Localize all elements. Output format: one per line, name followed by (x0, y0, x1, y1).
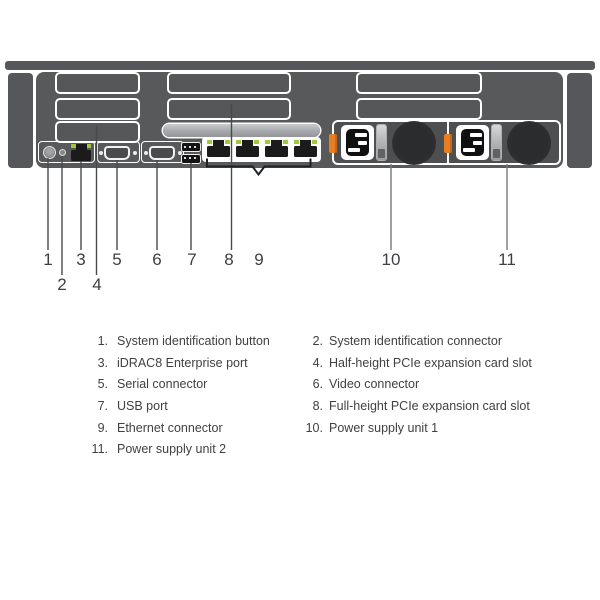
expansion-slot-left-3-half-height-pcie (55, 121, 140, 143)
ethernet-port-1-icon (207, 140, 230, 157)
legend-item-label: Full-height PCIe expansion card slot (329, 399, 530, 414)
legend-item-number: 6. (312, 377, 323, 392)
usb-port-bottom-icon (181, 153, 201, 164)
legend-item: 8. Full-height PCIe expansion card slot (0, 396, 600, 418)
expansion-slot-middle-1 (167, 72, 291, 94)
callout-number-9: 9 (254, 250, 264, 269)
screw-icon (133, 151, 137, 155)
expansion-slot-middle-2-full-height-pcie (167, 98, 291, 120)
psu2-power-inlet (456, 125, 489, 160)
serial-connector-icon (104, 146, 130, 160)
riser-handle-icon (163, 124, 320, 137)
legend-column-left: 1. System identification button 3. iDRAC… (0, 331, 600, 461)
legend-item-number: 3. (97, 355, 108, 370)
legend-item: 1. System identification button (0, 331, 600, 353)
expansion-slot-left-1 (55, 72, 140, 94)
legend-item: 7. USB port (0, 396, 600, 418)
screw-icon (143, 151, 148, 155)
psu2-latch-icon (443, 134, 452, 153)
legend-item: 9. Ethernet connector (0, 418, 600, 440)
legend-item: 2. System identification connector (0, 331, 600, 353)
screw-icon (99, 151, 103, 155)
callout-number-3: 3 (76, 250, 86, 269)
expansion-slot-right-1 (356, 72, 482, 94)
legend-item-label: Ethernet connector (117, 420, 223, 435)
legend-item-label: System identification button (117, 334, 270, 348)
legend-item-label: Video connector (329, 377, 420, 392)
psu2-handle-icon (492, 125, 501, 160)
system-id-connector-led-icon (59, 149, 66, 156)
legend-item-number: 11. (91, 442, 108, 457)
callout-number-7: 7 (187, 250, 197, 269)
callout-number-11: 11 (498, 250, 516, 269)
legend-item: 11. Power supply unit 2 (0, 439, 600, 461)
psu1-handle-icon (377, 125, 386, 160)
ethernet-port-2-icon (236, 140, 259, 157)
callout-number-10: 10 (381, 250, 401, 269)
callout-number-4: 4 (92, 275, 102, 294)
legend-item-number: 10. (305, 420, 323, 435)
rack-ear-left (8, 73, 33, 168)
legend-item-label: Power supply unit 2 (117, 442, 227, 457)
idrac-port-icon (71, 144, 91, 161)
callout-number-1: 1 (43, 250, 53, 269)
legend-item-number: 1. (97, 334, 108, 348)
psu1-latch-icon (329, 134, 337, 153)
psu1-power-inlet (341, 125, 374, 160)
legend-item-label: Power supply unit 1 (329, 420, 439, 435)
video-connector-icon (149, 146, 175, 160)
expansion-slot-right-2 (356, 98, 482, 120)
legend: 1. System identification button 3. iDRAC… (0, 331, 600, 461)
legend-item-number: 5. (97, 377, 108, 392)
legend-item: 3. iDRAC8 Enterprise port (0, 353, 600, 375)
legend-item-label: iDRAC8 Enterprise port (117, 355, 248, 370)
callout-number-5: 5 (112, 250, 122, 269)
system-id-button-icon (43, 146, 56, 159)
c14-inlet-icon (461, 129, 484, 156)
psu2-fan-icon (507, 120, 551, 165)
legend-item: 6. Video connector (0, 374, 600, 396)
io-box-system-id (38, 141, 95, 163)
chassis-top-bar (5, 61, 595, 70)
legend-item-label: Half-height PCIe expansion card slot (329, 355, 532, 370)
legend-item-number: 8. (312, 399, 323, 414)
callout-number-2: 2 (57, 275, 67, 294)
io-box-serial (97, 141, 140, 163)
c14-inlet-icon (346, 129, 369, 156)
ethernet-port-4-icon (294, 140, 317, 157)
legend-item-label: Serial connector (117, 377, 208, 392)
legend-item: 4. Half-height PCIe expansion card slot (0, 353, 600, 375)
ethernet-panel (202, 137, 321, 162)
legend-item-label: System identification connector (329, 334, 503, 348)
psu1-fan-icon (392, 120, 436, 165)
legend-item-number: 2. (312, 334, 323, 348)
legend-item-number: 9. (97, 420, 108, 435)
callout-number-6: 6 (152, 250, 162, 269)
legend-item: 10. Power supply unit 1 (0, 418, 600, 440)
screw-icon (178, 151, 182, 155)
usb-port-top-icon (181, 142, 201, 152)
ethernet-port-3-icon (265, 140, 288, 157)
expansion-slot-left-2 (55, 98, 140, 120)
callout-number-8: 8 (224, 250, 234, 269)
legend-item: 5. Serial connector (0, 374, 600, 396)
io-box-video (141, 141, 184, 163)
legend-item-number: 7. (97, 399, 108, 414)
legend-item-number: 4. (312, 355, 323, 370)
legend-column-right: 2. System identification connector 4. Ha… (0, 331, 600, 439)
rack-ear-right (567, 73, 592, 168)
legend-item-label: USB port (117, 399, 168, 414)
